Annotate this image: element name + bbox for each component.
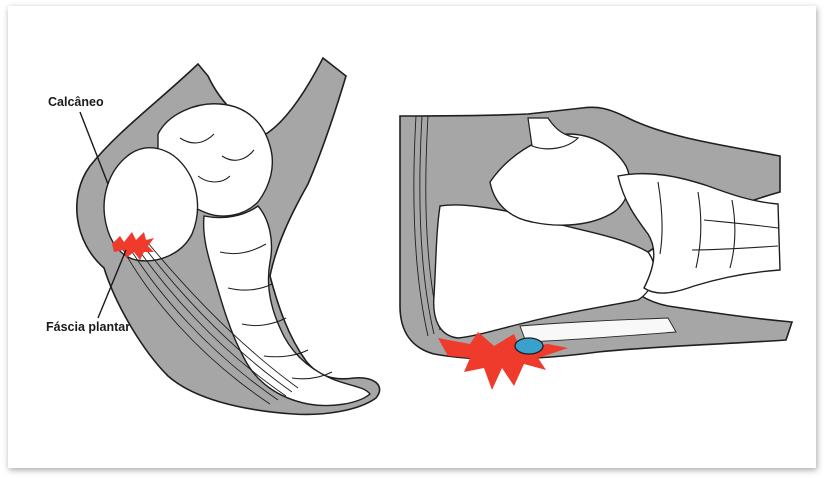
anatomy-illustration: Calcâneo Fáscia plantar	[8, 6, 816, 468]
heel-spur-marker	[515, 338, 543, 354]
right-foot-view	[400, 107, 792, 390]
label-calcaneus: Calcâneo	[48, 95, 104, 109]
label-plantar-fascia: Fáscia plantar	[46, 320, 130, 334]
left-foot-view	[77, 58, 380, 414]
figure-frame: Calcâneo Fáscia plantar	[8, 6, 816, 468]
